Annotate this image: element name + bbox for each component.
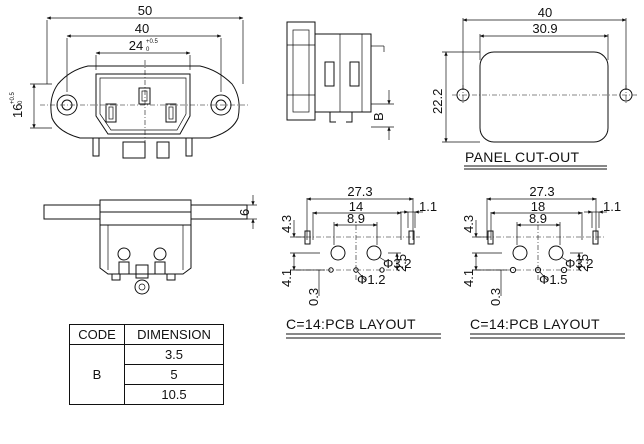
pcb-right-dim-8-9: 8.9 <box>529 211 547 226</box>
flange-outline <box>50 65 240 139</box>
dimension-cell: 3.5 <box>124 344 224 365</box>
pin-left <box>105 103 117 123</box>
dim-24-tol-lower: 0 <box>146 47 150 53</box>
dimension-cell: 10.5 <box>124 384 224 405</box>
pcb-left-dia-3-2: Φ3.2 <box>383 256 411 271</box>
pcb-left-dim-4-3: 4.3 <box>279 215 294 233</box>
pcb-layout-left: 27.3 14 8.9 1.1 4.3 4.1 0.3 2.5 Φ3.2 Φ1 <box>279 184 441 339</box>
dim-24-tol-upper: +0.5 <box>146 39 159 45</box>
dim-24: 24 <box>129 38 143 53</box>
pin-right <box>165 103 177 123</box>
bottom-body <box>99 225 192 275</box>
pcb-left-dim-4-1: 4.1 <box>279 269 294 287</box>
header-code: CODE <box>69 324 125 345</box>
side-flange <box>286 21 316 121</box>
pcb-right-dia-3-2: Φ3.2 <box>565 256 593 271</box>
table-header-row: CODE DIMENSION <box>69 324 224 345</box>
pcb-left-caption: C=14:PCB LAYOUT <box>286 316 416 332</box>
pcb-right-dim-1-1: 1.1 <box>603 199 621 214</box>
panel-cutout: 40 30.9 22.2 PANEL CUT-OUT <box>430 5 637 170</box>
pcb-left-dim-1-1: 1.1 <box>419 199 437 214</box>
pcb-right-dim-18: 18 <box>531 199 545 214</box>
bottom-flange-left <box>43 204 101 220</box>
dim-40: 40 <box>135 21 149 36</box>
dim-16-tol-upper: +0.5 <box>10 91 16 104</box>
cutout-dim-22-2: 22.2 <box>430 89 445 114</box>
dim-16-tol-lower: 0 <box>18 100 24 104</box>
pcb-right-dim-27-3: 27.3 <box>529 184 554 199</box>
table-row: 10.5 <box>70 384 224 405</box>
side-view: B <box>286 21 394 140</box>
bottom-view: 6 <box>43 195 257 295</box>
pcb-left-dim-14: 14 <box>349 199 363 214</box>
cutout-dim-40: 40 <box>538 5 552 20</box>
dimension-cell: 5 <box>124 364 224 385</box>
dim-50: 50 <box>138 3 152 18</box>
header-dimension: DIMENSION <box>124 324 224 345</box>
pcb-right-caption: C=14:PCB LAYOUT <box>470 316 600 332</box>
cutout-dim-30-9: 30.9 <box>532 21 557 36</box>
pcb-left-dim-0-3: 0.3 <box>306 288 321 306</box>
cutout-rect <box>479 51 609 143</box>
bottom-dim-6: 6 <box>237 209 252 216</box>
code-dimension-table: CODE DIMENSION B 3.5 5 10.5 <box>69 324 224 405</box>
pcb-left-dim-8-9: 8.9 <box>347 211 365 226</box>
pcb-right-dim-0-3: 0.3 <box>488 288 503 306</box>
pcb-left-hole-large <box>330 245 346 261</box>
pcb-right-dim-4-1: 4.1 <box>461 269 476 287</box>
table-row: B 3.5 <box>69 344 224 405</box>
cutout-caption: PANEL CUT-OUT <box>465 149 580 165</box>
bottom-earth-pin <box>134 279 150 295</box>
pcb-left-dim-27-3: 27.3 <box>347 184 372 199</box>
dim-B: B <box>371 112 386 121</box>
code-cell: B <box>69 344 125 405</box>
pcb-left-dia-1-2: Φ1.2 <box>357 272 385 287</box>
pcb-right-hole-large <box>512 245 528 261</box>
side-body <box>314 33 372 113</box>
pin-earth <box>138 87 151 105</box>
inlet-opening <box>95 73 191 135</box>
pcb-right-dia-1-5: Φ1.5 <box>539 272 567 287</box>
pcb-right-dim-4-3: 4.3 <box>461 215 476 233</box>
pcb-right-dim-2-5: 2.5 <box>576 254 591 272</box>
front-view: 50 40 24 +0.5 0 16 +0 <box>10 3 250 159</box>
pcb-layout-right: 27.3 18 8.9 1.1 4.3 4.1 0.3 2.5 Φ3.2 Φ1 <box>461 184 625 339</box>
dim-16: 16 <box>10 104 25 118</box>
pcb-left-dim-2-5: 2.5 <box>394 254 409 272</box>
